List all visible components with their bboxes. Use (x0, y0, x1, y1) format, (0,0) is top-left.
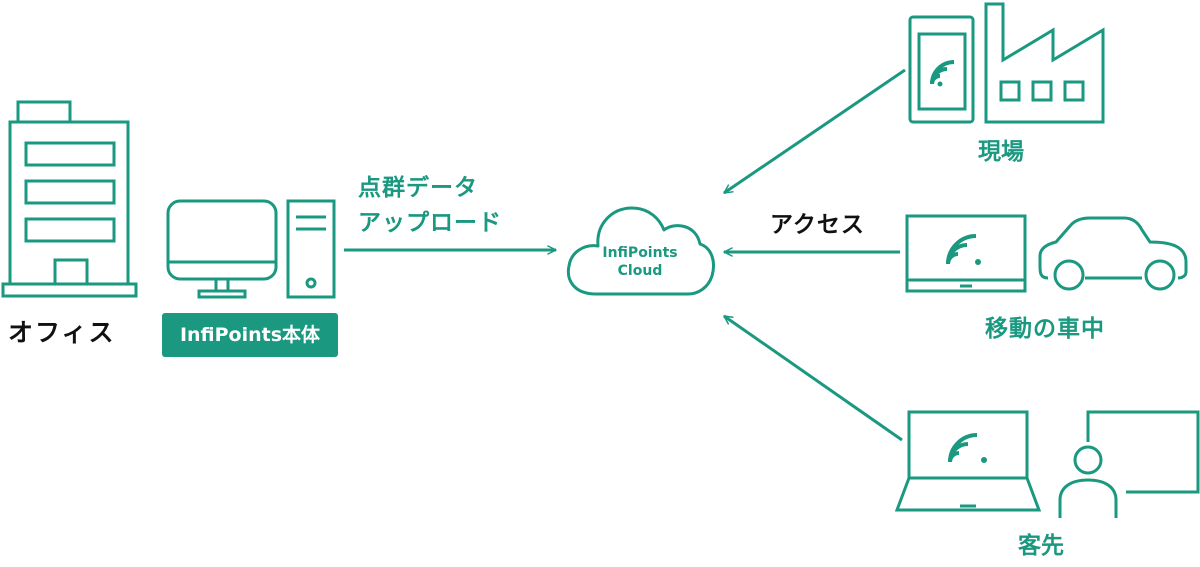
factory-icon (984, 2, 1105, 124)
moving-label: 移動の車中 (985, 316, 1105, 342)
office-building-icon (1, 100, 138, 298)
infipoints-label: InfiPoints本体 (162, 313, 338, 357)
office-label: オフィス (8, 318, 116, 347)
smartphone-wifi-icon (908, 15, 975, 124)
tablet-wifi-icon (905, 214, 1027, 293)
access-label: アクセス (770, 212, 865, 238)
site-access-arrow (723, 68, 906, 195)
laptop-wifi-icon (894, 410, 1042, 512)
upload-label-line2: アップロード (358, 210, 502, 236)
upload-label-line1: 点群データ (358, 175, 478, 201)
client-label: 客先 (1018, 533, 1064, 559)
client-access-arrow (723, 314, 903, 442)
cloud-label-line2: Cloud (617, 263, 663, 279)
site-label: 現場 (978, 139, 1024, 165)
presenter-icon (1058, 410, 1200, 518)
car-icon (1038, 216, 1188, 291)
cloud-icon (566, 206, 715, 296)
factory-window-icon (999, 80, 1085, 102)
cloud-label-line1: InfiPoints (602, 245, 678, 261)
desktop-pc-icon (166, 199, 336, 299)
